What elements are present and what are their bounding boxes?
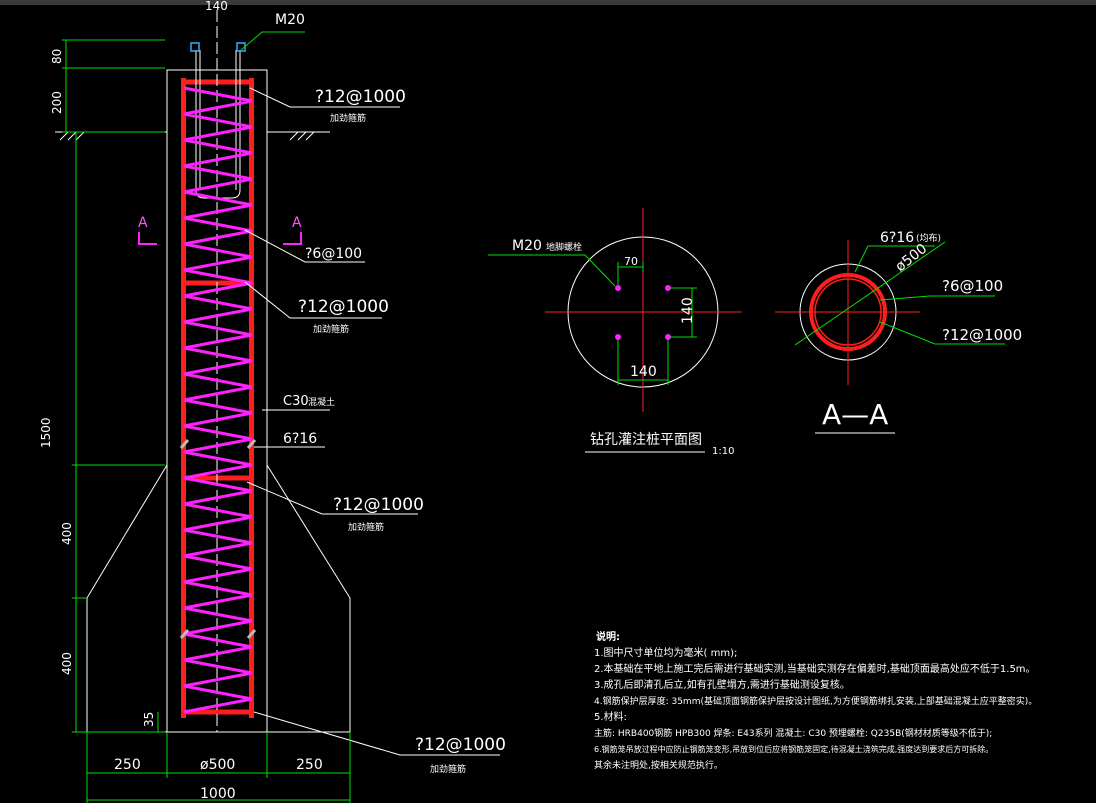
base-flare-left (86, 464, 168, 733)
callout-1-main: ?12@1000 (315, 87, 406, 107)
section-label-6-16-sub: (均布) (916, 232, 941, 244)
plan-dim-70: 70 (624, 255, 638, 268)
bottom-dimension-chain (86, 732, 351, 803)
section-mark-right-icon (283, 232, 302, 245)
notes-line-2: 2.本基础在平地上施工完后需进行基础实测,当基础实测存在偏差时,基础顶面最高处应… (594, 662, 1036, 675)
callout-2-main: ?6@100 (305, 246, 362, 262)
section-label-6-16: 6?16 (880, 230, 914, 246)
dim-bottom-250-right: 250 (296, 757, 323, 773)
notes-line-8: 其余未注明处,按相关规范执行。 (594, 759, 723, 771)
anchor-bolt-right (222, 50, 241, 199)
notes-line-1: 1.图中尺寸单位均为毫米( mm); (594, 646, 737, 659)
section-mark-label-left: A (138, 215, 148, 231)
section-leaders (794, 241, 1005, 346)
plan-bolt-sub: 地脚螺栓 (546, 241, 582, 253)
bolt-hole-icon (615, 334, 621, 340)
plan-dimensions (488, 254, 697, 385)
callout-4-main: C30 (283, 394, 309, 409)
callout-7-sub: 加劲箍筋 (430, 763, 466, 775)
notes-line-5: 5.材料: (594, 710, 627, 723)
plan-scale: 1:10 (712, 446, 734, 457)
notes-line-7: 6.钢筋笼吊放过程中应防止钢筋笼变形,吊放到位后应将钢筋笼固定,待混凝土浇筑完成… (594, 744, 993, 754)
left-dimension-chain (62, 39, 165, 733)
callout-5-main: 6?16 (283, 431, 317, 447)
left-dim-texts: 80 200 1500 400 400 35 (39, 49, 156, 727)
plan-dim-140-bottom: 140 (630, 364, 657, 380)
leader-lines (244, 87, 500, 756)
callout-4-sub: 混凝土 (308, 396, 335, 408)
section-label-6-100: ?6@100 (942, 277, 1003, 295)
section-label-12-1000: ?12@1000 (942, 326, 1022, 344)
notes-line-6: 主筋: HRB400钢筋 HPB300 焊条: E43系列 混凝土: C30 预… (594, 727, 992, 739)
callout-3-main: ?12@1000 (298, 297, 389, 317)
svg-text:400: 400 (60, 652, 74, 675)
bolt-hole-icon (615, 285, 621, 291)
dim-total-1000: 1000 (200, 786, 236, 802)
svg-text:400: 400 (60, 522, 74, 545)
bolt-leader (240, 31, 305, 51)
bolt-hole-icon (665, 285, 671, 291)
callout-6-sub: 加劲箍筋 (348, 521, 384, 533)
svg-text:200: 200 (50, 91, 64, 114)
notes-line-4: 4.钢筋保护层厚度: 35mm(基础顶面钢筋保护层按设计图纸,为方便钢筋绑扎安装… (594, 695, 1037, 707)
pile-plan-view: M20 地脚螺栓 70 140 140 钻孔灌注桩平面图 1:10 (488, 208, 742, 457)
plan-title: 钻孔灌注桩平面图 (590, 431, 702, 448)
section-mark-label-right: A (292, 215, 302, 231)
svg-text:1500: 1500 (39, 417, 53, 448)
callout-7-main: ?12@1000 (415, 735, 506, 755)
spiral-stirrup (183, 86, 253, 714)
bolt-head-left-icon (190, 42, 200, 52)
section-a-a: 6?16 (均布) ø500 ?6@100 ?12@1000 A—A (775, 230, 1022, 434)
dim-bottom-250-left: 250 (114, 757, 141, 773)
notes-heading: 说明: (596, 630, 620, 643)
ground-hatch (59, 131, 315, 141)
dim-top-140: 140 (205, 0, 228, 13)
notes-line-3: 3.成孔后即清孔后立,如有孔壁塌方,需进行基础测设复核。 (594, 678, 850, 691)
callout-3-sub: 加劲箍筋 (313, 323, 349, 335)
design-notes: 说明: 1.图中尺寸单位均为毫米( mm); 2.本基础在平地上施工完后需进行基… (594, 630, 1037, 771)
main-bar-right (249, 78, 254, 718)
bolt-hole-icon (665, 334, 671, 340)
svg-text:80: 80 (50, 49, 64, 64)
section-title: A—A (822, 398, 888, 431)
plan-dim-140-side: 140 (680, 297, 696, 324)
callout-6-main: ?12@1000 (333, 495, 424, 515)
svg-text:35: 35 (142, 712, 156, 727)
bolt-label-m20: M20 (275, 12, 305, 28)
dim-bottom-d500: ø500 (200, 757, 235, 773)
main-bar-left (181, 78, 186, 718)
callout-1-sub: 加劲箍筋 (330, 112, 366, 124)
splice-marks (179, 439, 257, 639)
window-title-bar (0, 0, 1096, 5)
section-mark-left-icon (138, 232, 157, 245)
pile-elevation: A A (55, 10, 500, 756)
anchor-bolt-left (195, 50, 212, 199)
plan-bolt-label: M20 (512, 238, 542, 254)
